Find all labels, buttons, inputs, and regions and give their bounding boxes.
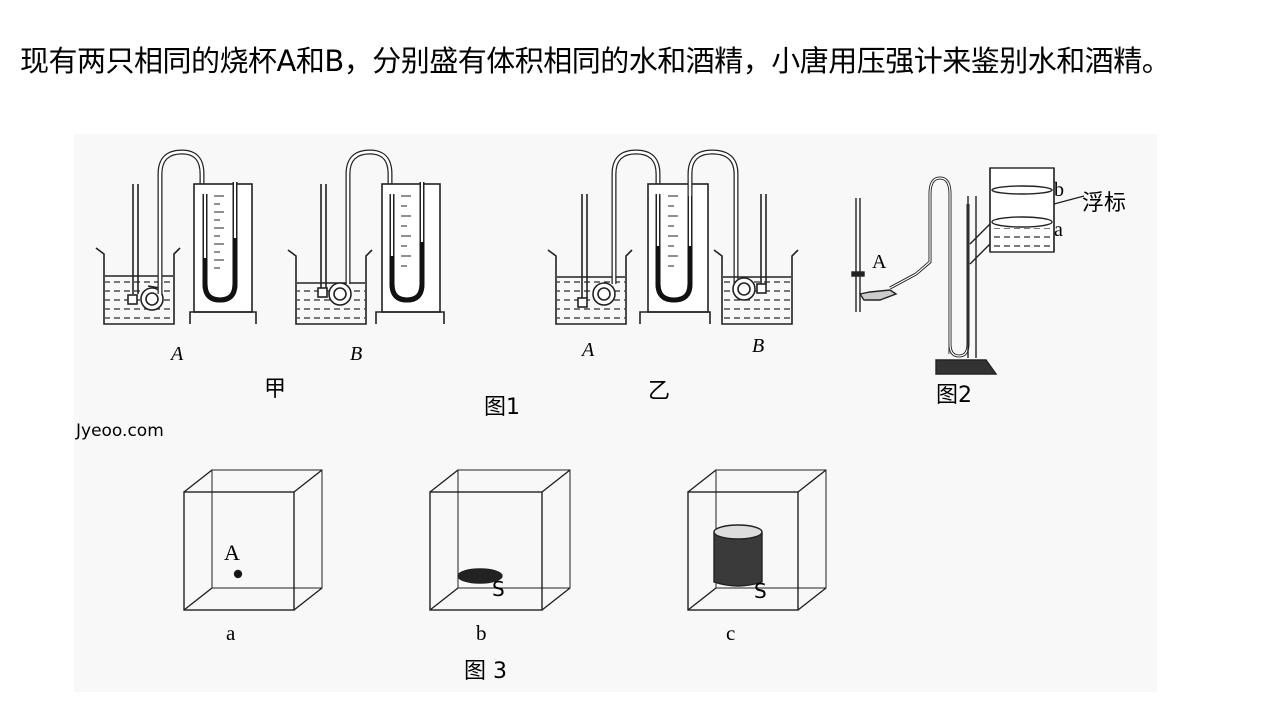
fig2-label-b: b [1054, 179, 1064, 201]
fig3-label-c: c [726, 621, 735, 645]
fig3-label-b: b [476, 621, 487, 645]
figure1-caption: 图1 [484, 395, 520, 420]
setup-jia [95, 149, 445, 325]
question-text: 现有两只相同的烧杯A和B，分别盛有体积相同的水和酒精，小唐用压强计来鉴别水和酒精… [20, 44, 1171, 78]
beaker-A-jia [95, 184, 181, 325]
figure3-box-a [183, 469, 323, 611]
manometer-yi [639, 183, 711, 324]
label-B-yi: B [752, 335, 764, 357]
svg-text:S: S [492, 577, 505, 601]
fig2-label-A: A [872, 251, 887, 273]
label-yi: 乙 [648, 379, 670, 404]
manometer-jia [189, 182, 257, 324]
label-A-jia: A [169, 343, 184, 365]
beaker-B-jia [287, 184, 373, 325]
figure2-apparatus [851, 167, 1085, 375]
label-B-jia: B [350, 343, 362, 365]
fig3-label-A: A [224, 540, 240, 565]
beaker-B-yi [713, 194, 799, 325]
figure3-box-b: S [429, 469, 571, 611]
beaker-A-yi [547, 194, 633, 325]
fig2-float-label: 浮标 [1082, 191, 1126, 216]
svg-text:S: S [754, 579, 767, 603]
physics-figure: Jyeoo.com [74, 134, 1157, 692]
figure2-caption: 图2 [936, 383, 972, 408]
figure3-caption: 图 3 [464, 659, 507, 684]
label-A-yi: A [580, 339, 595, 361]
label-jia: 甲 [264, 377, 286, 402]
manometer-B-jia [375, 182, 445, 324]
fig3-label-a: a [226, 621, 236, 645]
setup-yi [547, 149, 799, 325]
watermark: Jyeoo.com [75, 421, 164, 441]
figure3-box-c: S [687, 469, 827, 611]
fig2-label-a: a [1054, 219, 1063, 241]
